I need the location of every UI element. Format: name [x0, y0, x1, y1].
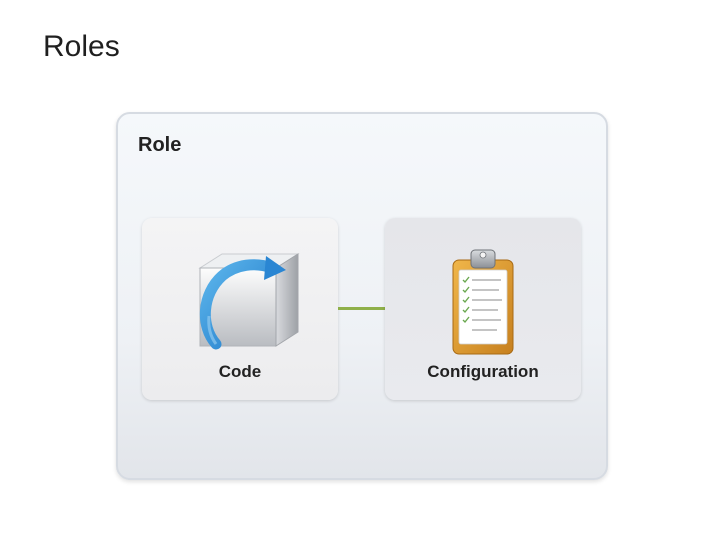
configuration-label: Configuration	[427, 362, 539, 381]
code-card: Code	[142, 218, 338, 400]
slide-title: Roles	[43, 30, 120, 63]
code-label: Code	[218, 362, 262, 381]
configuration-card: Configuration	[385, 218, 581, 400]
role-label: Role	[138, 134, 182, 156]
code-cube-icon	[198, 253, 300, 350]
connector-line	[338, 307, 385, 310]
role-container: Role C	[116, 112, 608, 480]
clipboard-checklist-icon	[452, 249, 514, 355]
